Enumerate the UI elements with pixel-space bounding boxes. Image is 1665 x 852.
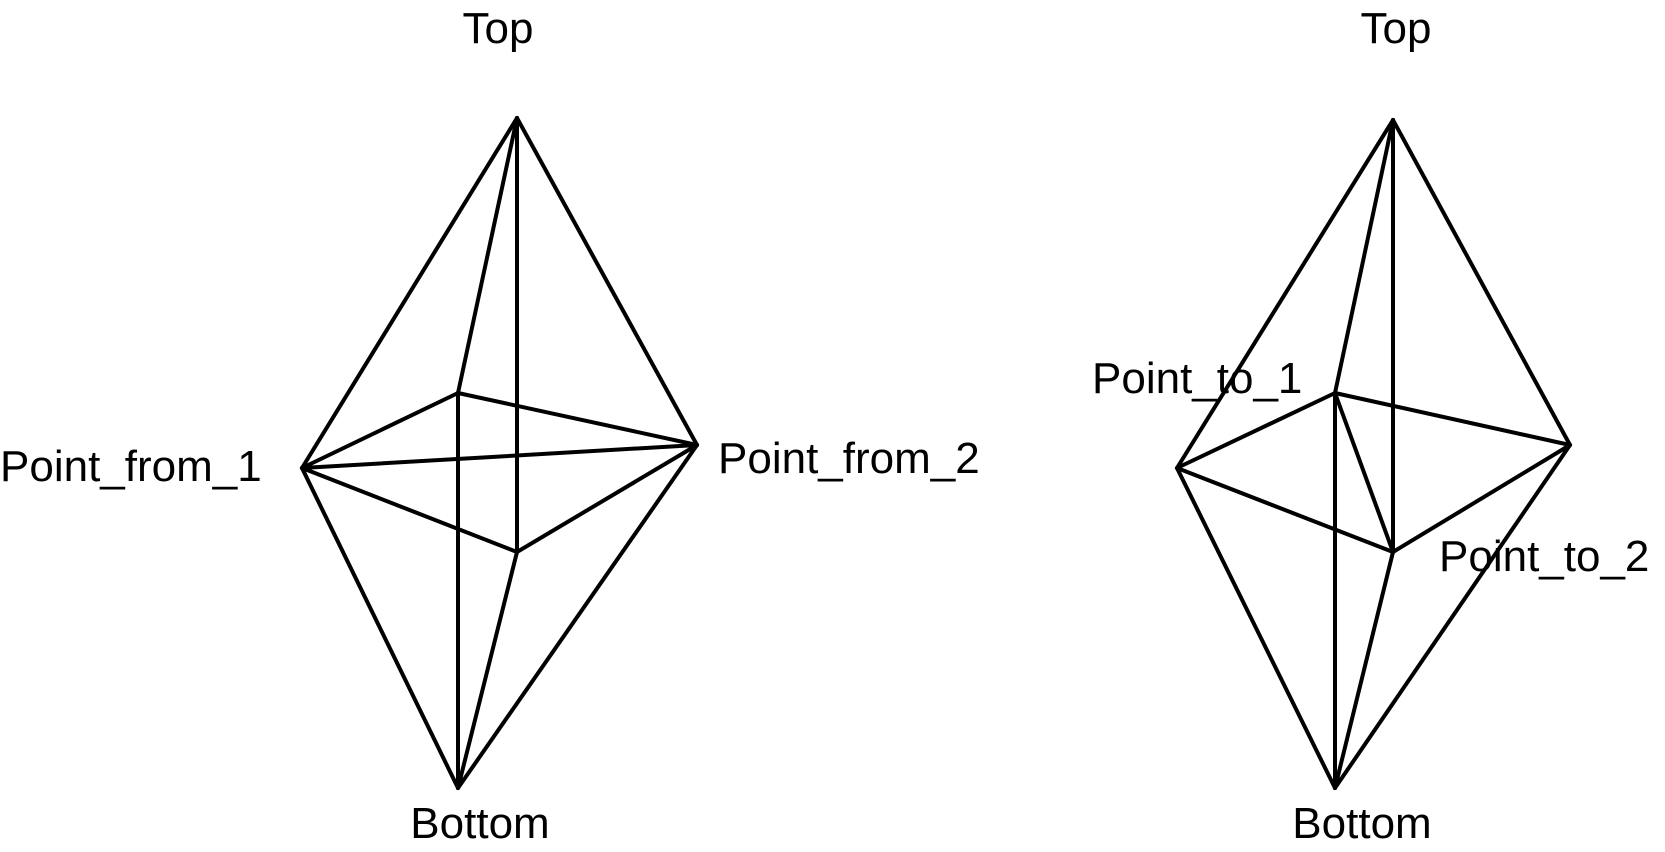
edge	[1391, 118, 1572, 447]
edge	[300, 443, 699, 470]
edge	[1175, 391, 1337, 470]
point-to-2-label: Point_to_2	[1439, 532, 1649, 581]
edge	[1333, 118, 1395, 395]
edge	[1333, 391, 1395, 554]
edge	[300, 466, 519, 554]
point-from-1-label: Point_from_1	[0, 442, 262, 491]
edge	[1175, 466, 1337, 790]
edge	[300, 466, 460, 790]
edge	[1175, 118, 1395, 470]
edge	[515, 443, 699, 554]
left-octahedron: Top Point_from_1 Point_from_2 Bottom	[0, 4, 980, 848]
right-octahedron-edges	[1175, 118, 1572, 790]
point-from-2-label: Point_from_2	[718, 434, 980, 483]
edge	[1175, 466, 1395, 554]
edge	[456, 443, 699, 790]
bottom-label: Bottom	[1292, 799, 1431, 848]
edge	[456, 116, 519, 395]
edge	[456, 391, 699, 447]
edge	[1391, 443, 1572, 554]
top-label: Top	[463, 4, 534, 53]
edge	[456, 550, 519, 790]
edge	[1333, 391, 1572, 447]
left-octahedron-edges	[300, 116, 699, 790]
edge	[300, 116, 519, 470]
edge	[1333, 550, 1395, 790]
edge	[300, 391, 460, 470]
right-octahedron: Top Point_to_1 Point_to_2 Bottom	[1092, 4, 1649, 848]
edge	[1333, 443, 1572, 790]
bottom-label: Bottom	[410, 799, 549, 848]
point-to-1-label: Point_to_1	[1092, 354, 1302, 403]
top-label: Top	[1361, 4, 1432, 53]
edge	[515, 116, 699, 447]
